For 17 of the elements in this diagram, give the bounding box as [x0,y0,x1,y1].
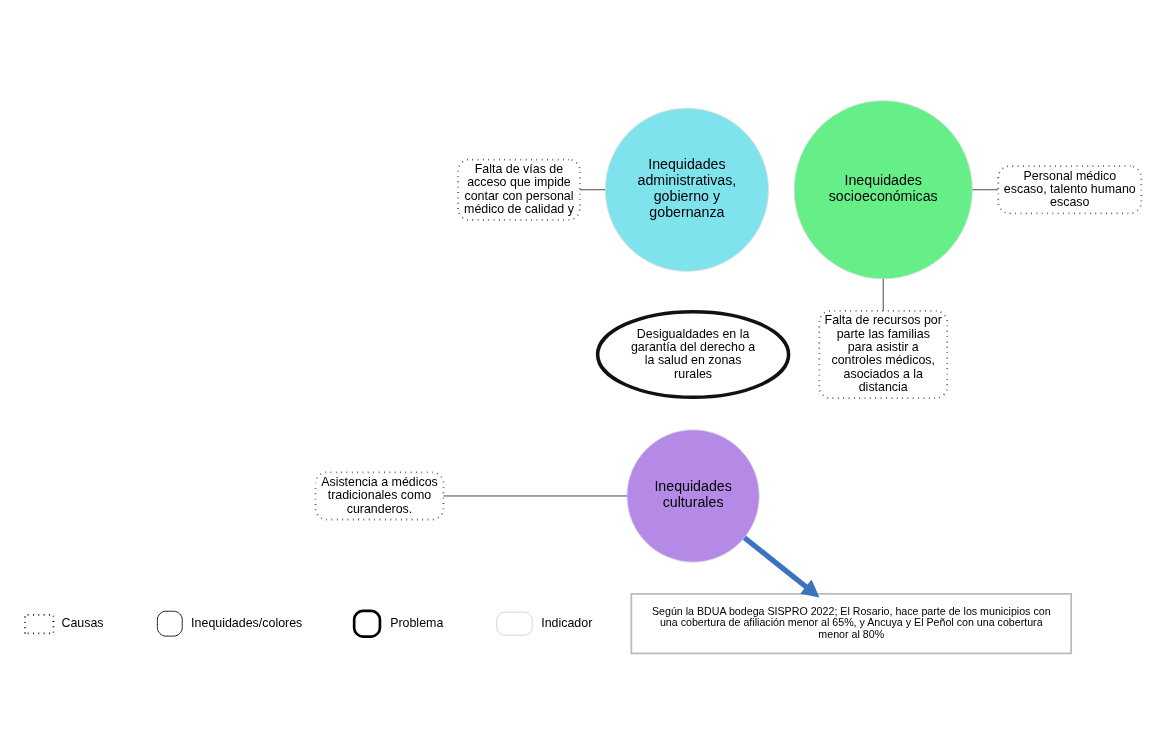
connector [882,278,884,311]
connector [972,188,999,190]
node-box: Personal médico escaso, talento humano escaso [997,164,1143,214]
node-ellipse: Desigualdades en la garantía del derecho a la salud en zonas rurales [595,309,791,399]
node-box: Falta de vías de acceso que impide contar con personal médico de calidad y [457,158,581,221]
node-circle: Inequidades culturales [626,428,760,563]
legend-label: Inequidades/colores [191,615,303,630]
arrow [742,535,820,597]
legend-label: Indicador [541,615,593,630]
legend-label: Problema [390,615,444,630]
node-box: Falta de recursos por parte las familias para asistir a controles médicos, asociados a la distancia [818,309,949,399]
connector [579,188,606,190]
node-circle: Inequidades administrativas, gobierno y gobernanza [604,107,769,272]
node-box: Según la BDUA bodega SISPRO 2022; El Rosario, hace parte de los municipios con una cobertura de afiliación menor al 65%, y Ancuya y El Peñol con una cobertura menor al 80% [630,592,1073,654]
node-box: Asistencia a médicos tradicionales como curanderos. [314,471,445,520]
legend-label: Causas [61,615,104,630]
node-circle: Inequidades socioeconómicas [793,99,973,279]
